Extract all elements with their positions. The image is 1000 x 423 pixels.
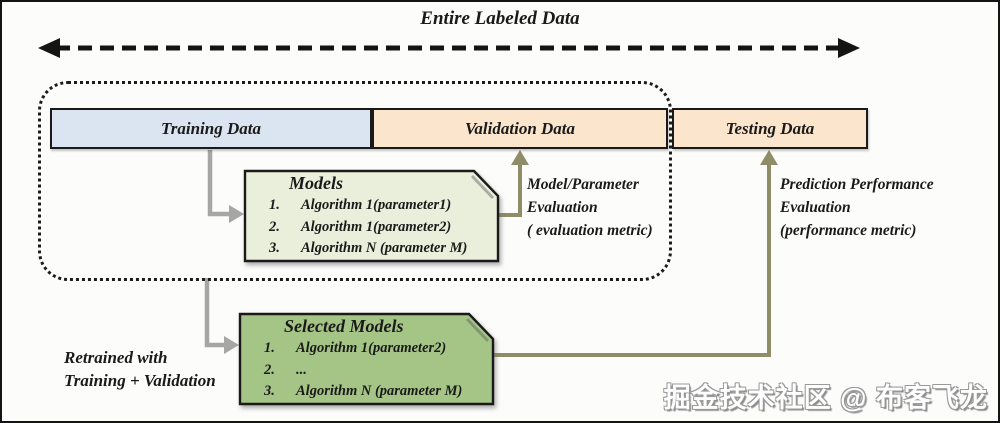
- list-item: 2. Algorithm 1(parameter2): [269, 218, 452, 235]
- watermark: 掘金技术社区 @ 布客飞龙: [663, 383, 988, 413]
- testing-data-label: Testing Data: [725, 118, 815, 138]
- list-item: 2. ...: [264, 361, 307, 378]
- models-box-title: Models: [289, 173, 343, 193]
- validation-data-bar: Validation Data: [372, 108, 668, 149]
- selected-models-box-shape: [238, 312, 495, 406]
- train-validation-region-outline: [38, 81, 672, 281]
- list-item: 1. Algorithm 1(parameter2): [264, 340, 447, 356]
- prediction-eval-annotation: Prediction Performance Evaluation (perfo…: [780, 176, 934, 239]
- diagram-title: Entire Labeled Data: [420, 8, 580, 29]
- list-item: 3. Algorithm N (parameter M): [269, 240, 468, 256]
- model-eval-annotation: Model/Parameter Evaluation ( evaluation …: [527, 176, 653, 239]
- retrained-annotation: Retrained with Training + Validation: [64, 348, 216, 390]
- training-data-label: Training Data: [161, 118, 261, 138]
- region-to-selected-arrow: [204, 278, 239, 354]
- arrowhead-right-icon: [838, 38, 860, 58]
- models-box-shape: [243, 169, 500, 263]
- validation-data-label: Validation Data: [464, 118, 576, 138]
- testing-data-bar: Testing Data: [672, 108, 868, 149]
- models-box: Models 1. Algorithm 1(parameter1) 2. Alg…: [243, 169, 499, 262]
- entire-data-span-arrow: [38, 38, 860, 58]
- list-item: 3. Algorithm N (parameter M): [264, 383, 463, 399]
- arrowhead-left-icon: [38, 38, 60, 58]
- selected-models-box: Selected Models 1. Algorithm 1(parameter…: [238, 312, 494, 405]
- selected-models-box-title: Selected Models: [284, 316, 404, 336]
- list-item: 1. Algorithm 1(parameter1): [269, 197, 452, 213]
- training-data-bar: Training Data: [50, 108, 372, 149]
